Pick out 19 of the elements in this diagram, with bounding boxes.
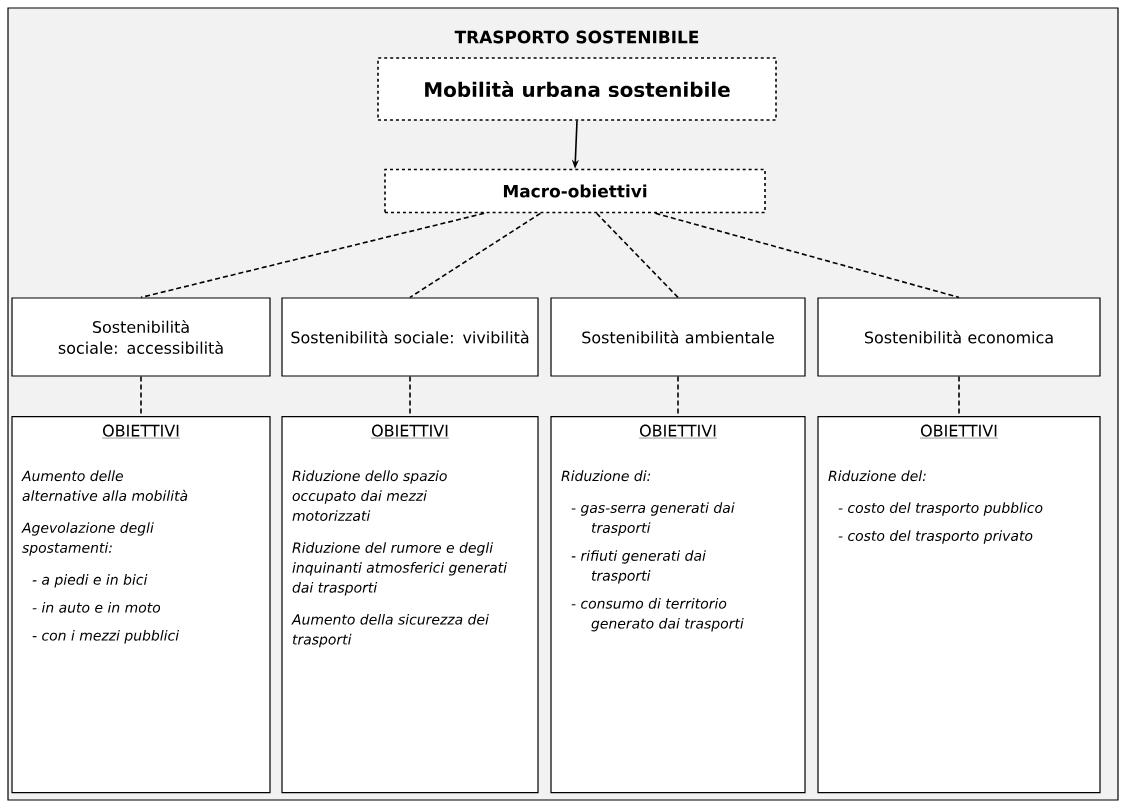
connector-line (409, 212, 542, 299)
connector-line (654, 212, 960, 299)
connector-line (595, 212, 679, 299)
connector-line (140, 212, 485, 299)
objectives-box: OBIETTIVI Riduzione di: - gas-serra generati dai trasporti - rifiuti generati dai trasporti - consumo di territorio generato dai trasporti (550, 416, 806, 794)
category-box: Sostenibilità sociale: vivibilità (281, 297, 539, 377)
category-box: Sostenibilità ambientale (550, 297, 806, 377)
connector-line (140, 375, 142, 417)
category-box: Sostenibilità sociale: accessibilità (11, 297, 271, 377)
title: TRASPORTO SOSTENIBILE (454, 30, 699, 44)
objectives-box: OBIETTIVI Riduzione del: - costo del trasporto pubblico - costo del trasporto privato (817, 416, 1101, 794)
objectives-box: OBIETTIVI Riduzione dello spazio occupato dai mezzi motorizzati Riduzione del rumore e degli inquinanti atmosferici generati dai trasporti Aumento della sicurezza dei trasporti (281, 416, 539, 794)
heading-box: Macro-obiettivi (384, 168, 766, 214)
connector-line (958, 375, 960, 417)
connector-line (677, 375, 679, 417)
heading-box: Mobilità urbana sostenibile (377, 57, 777, 121)
objectives-box: OBIETTIVI Aumento delle alternative alla mobilità Agevolazione degli spostamenti: - a piedi e in bici - in auto e in moto - con i mezzi pubblici (11, 416, 271, 794)
category-box: Sostenibilità economica (817, 297, 1101, 377)
connector-line (409, 375, 411, 417)
